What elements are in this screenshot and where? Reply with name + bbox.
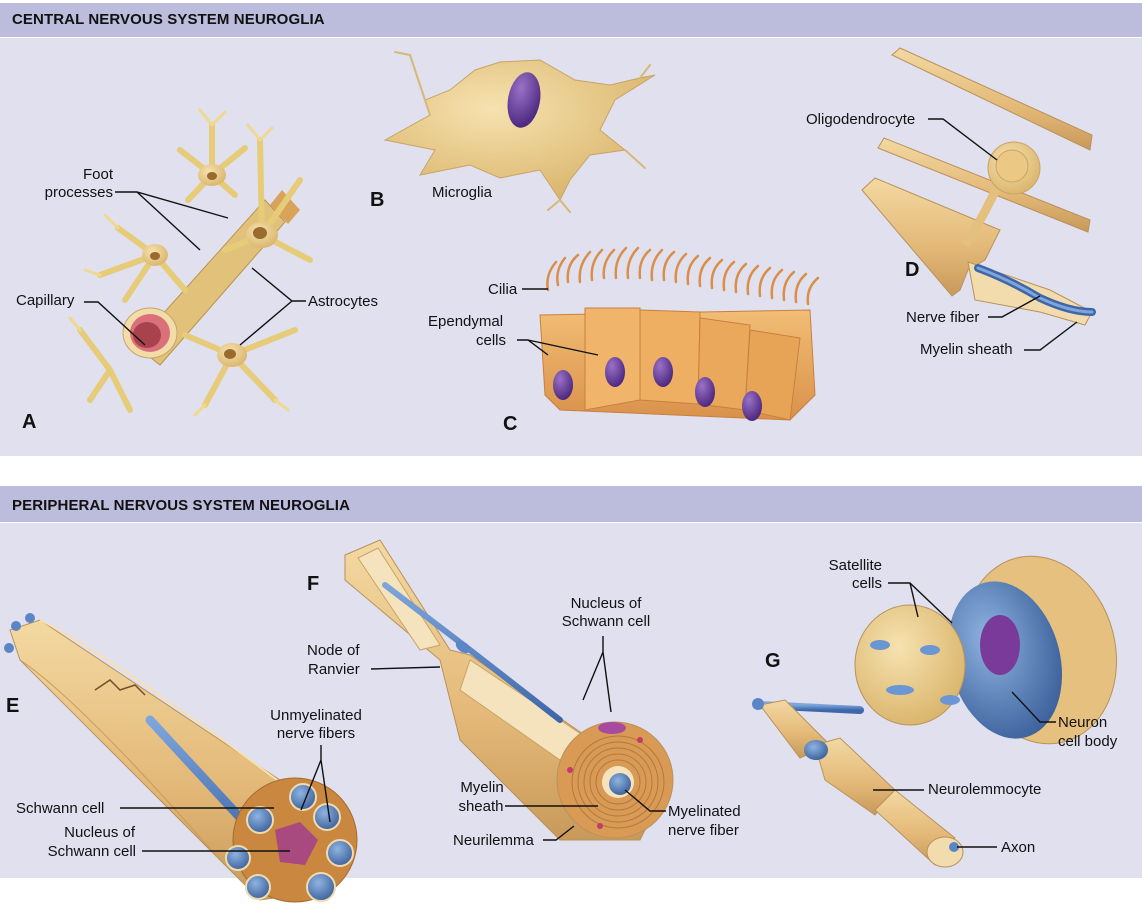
panel-letter-c: C bbox=[503, 413, 517, 435]
satellite-cells-illustration bbox=[752, 555, 1118, 868]
nucleus-schwann-e-label-line2: Schwann cell bbox=[48, 843, 136, 860]
panel-letter-b: B bbox=[370, 189, 384, 211]
node-of-ranvier-label: Node of bbox=[307, 642, 360, 659]
nucleus-schwann-f-label: Nucleus of bbox=[571, 595, 643, 612]
panel-letter-d: D bbox=[905, 259, 919, 281]
unmyelinated-fibers-label-line2: nerve fibers bbox=[277, 725, 355, 742]
oligodendrocyte-label: Oligodendrocyte bbox=[806, 111, 915, 128]
panel-g-labels: Satellite cells Neuron cell body Neurole… bbox=[765, 557, 1118, 856]
oligodendrocyte-illustration bbox=[861, 47, 1096, 326]
neurolemmocyte-label: Neurolemmocyte bbox=[928, 781, 1041, 798]
cns-section-header: CENTRAL NERVOUS SYSTEM NEUROGLIA bbox=[0, 3, 1142, 37]
microglia-illustration bbox=[383, 51, 656, 213]
foot-processes-label-line2: processes bbox=[45, 184, 113, 201]
ependymal-cells-label-line2: cells bbox=[476, 332, 506, 349]
myelinated-nerve-fiber-label: Myelinated bbox=[668, 803, 741, 820]
ependymal-cells-label: Ependymal bbox=[428, 313, 503, 330]
panel-letter-a: A bbox=[22, 411, 36, 433]
myelinated-nerve-fiber-label-line2: nerve fiber bbox=[668, 822, 739, 839]
ependymal-illustration bbox=[539, 246, 820, 421]
neuron-cell-body-label: Neuron bbox=[1058, 714, 1107, 731]
panel-letter-f: F bbox=[307, 573, 319, 595]
capillary-label: Capillary bbox=[16, 292, 75, 309]
satellite-cells-label-line2: cells bbox=[852, 575, 882, 592]
pns-section-header: PERIPHERAL NERVOUS SYSTEM NEUROGLIA bbox=[0, 486, 1142, 522]
axon-label: Axon bbox=[1001, 839, 1035, 856]
myelinated-fiber-illustration bbox=[344, 539, 674, 841]
nerve-fiber-label: Nerve fiber bbox=[906, 309, 979, 326]
astrocytes-label: Astrocytes bbox=[308, 293, 378, 310]
cilia-label: Cilia bbox=[488, 281, 518, 298]
unmyelinated-fibers-label: Unmyelinated bbox=[270, 707, 362, 724]
astrocyte-illustration bbox=[68, 108, 313, 417]
cns-section-title: CENTRAL NERVOUS SYSTEM NEUROGLIA bbox=[12, 11, 325, 28]
panel-f-labels: Node of Ranvier Nucleus of Schwann cell … bbox=[307, 573, 741, 849]
node-of-ranvier-label-line2: Ranvier bbox=[308, 661, 360, 678]
myelin-sheath-f-label-line2: sheath bbox=[458, 798, 503, 815]
panel-c-labels: Cilia Ependymal cells C bbox=[428, 281, 599, 435]
myelin-sheath-f-label: Myelin bbox=[460, 779, 503, 796]
panel-letter-g: G bbox=[765, 650, 781, 672]
panel-e-labels: Unmyelinated nerve fibers Schwann cell N… bbox=[6, 695, 362, 860]
neurilemma-label: Neurilemma bbox=[453, 832, 535, 849]
pns-section-title: PERIPHERAL NERVOUS SYSTEM NEUROGLIA bbox=[12, 497, 350, 514]
panel-letter-e: E bbox=[6, 695, 19, 717]
foot-processes-label: Foot bbox=[83, 166, 114, 183]
nucleus-schwann-f-label-line2: Schwann cell bbox=[562, 613, 650, 630]
nucleus-schwann-e-label: Nucleus of bbox=[64, 824, 136, 841]
neuron-cell-body-label-line2: cell body bbox=[1058, 733, 1118, 750]
panel-b-labels: Microglia B bbox=[370, 184, 493, 211]
microglia-label: Microglia bbox=[432, 184, 493, 201]
panel-d-labels: Oligodendrocyte Nerve fiber Myelin sheat… bbox=[806, 111, 1078, 358]
schwann-bundle-illustration bbox=[4, 613, 358, 903]
panel-a-labels: Foot processes Capillary Astrocytes A bbox=[16, 166, 378, 433]
myelin-sheath-label: Myelin sheath bbox=[920, 341, 1013, 358]
satellite-cells-label: Satellite bbox=[829, 557, 882, 574]
schwann-cell-label: Schwann cell bbox=[16, 800, 104, 817]
